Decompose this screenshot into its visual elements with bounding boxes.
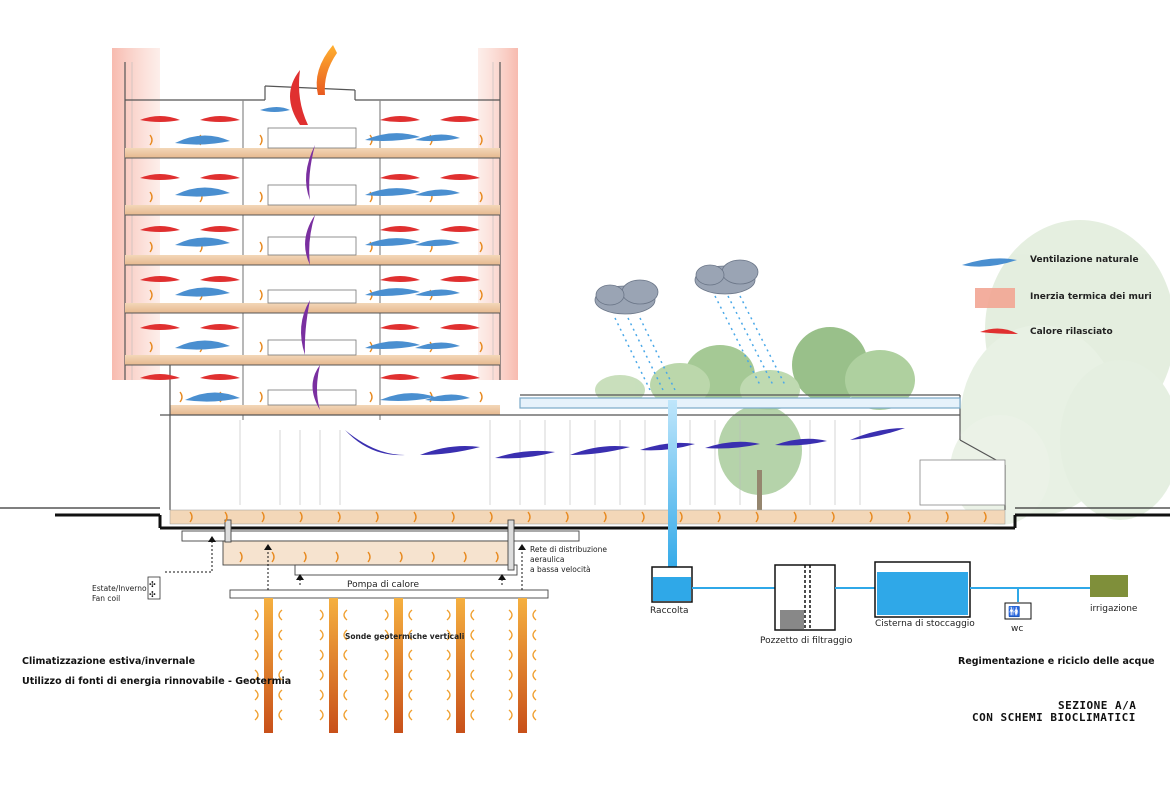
- heat-released-arrows: [140, 116, 480, 380]
- geothermal-probes: [264, 598, 527, 733]
- ventilation-arrows: [175, 107, 470, 402]
- rainwater-downpipe: [668, 400, 677, 575]
- distribution-label-3: a bassa velocità: [530, 565, 591, 574]
- legend-heat-swatch: [980, 328, 1018, 334]
- distribution-label-2: aeraulica: [530, 555, 565, 564]
- geothermal-caption-1: Climatizzazione estiva/invernale: [22, 656, 196, 667]
- connector-arrowheads: [208, 536, 526, 580]
- exhaust-arrow: [316, 45, 337, 95]
- chimney-heat-arrow: [290, 70, 308, 125]
- legend-heat-label: Calore rilasciato: [1030, 327, 1113, 337]
- fan-icon: ✣ ✣: [147, 576, 161, 600]
- water-system: [651, 561, 1090, 631]
- legend-thermal-swatch: [975, 288, 1015, 308]
- legend-thermal-label: Inerzia termica dei muri: [1030, 292, 1152, 302]
- heat-pump-label: Pompa di calore: [347, 580, 420, 590]
- legend-ventilation-label: Ventilazione naturale: [1030, 255, 1139, 265]
- svg-text:✣: ✣: [149, 590, 156, 599]
- geo-heat-arrows: [254, 609, 537, 721]
- probes-label: Sonde geotermiche verticali: [345, 632, 465, 641]
- svg-text:🚻: 🚻: [1008, 605, 1020, 618]
- distribution-label-1: Rete di distribuzione: [530, 545, 608, 554]
- grass-icon: [1090, 575, 1128, 597]
- section-title-1: SEZIONE A/A: [1058, 699, 1137, 712]
- wc-label: wc: [1011, 624, 1024, 634]
- fancoil-label: Fan coil: [92, 594, 121, 603]
- collection-label: Raccolta: [650, 606, 689, 616]
- irrigation-label: irrigazione: [1090, 604, 1138, 614]
- cloud-icon: [594, 259, 759, 315]
- filter-well-label: Pozzetto di filtraggio: [760, 636, 853, 646]
- section-title-2: CON SCHEMI BIOCLIMATICI: [972, 711, 1136, 724]
- svg-text:✣: ✣: [149, 580, 156, 589]
- ground: [0, 507, 1170, 530]
- geothermal-caption-2: Utilizzo di fonti di energia rinnovabile…: [22, 676, 292, 687]
- podium-ventilation-arrows: [345, 428, 905, 459]
- water-caption: Regimentazione e riciclo delle acque: [958, 656, 1155, 667]
- podium: [160, 365, 1006, 510]
- rain-icon: [614, 295, 786, 391]
- radiant-floor: [169, 509, 1006, 525]
- toilet-icon: 🚻: [1004, 602, 1032, 620]
- stack-effect-arrows: [301, 145, 320, 410]
- season-label: Estate/Inverno: [92, 584, 147, 593]
- storage-tank-label: Cisterna di stoccaggio: [875, 619, 975, 629]
- legend-ventilation-swatch: [962, 258, 1017, 267]
- tree-icon: [595, 327, 915, 510]
